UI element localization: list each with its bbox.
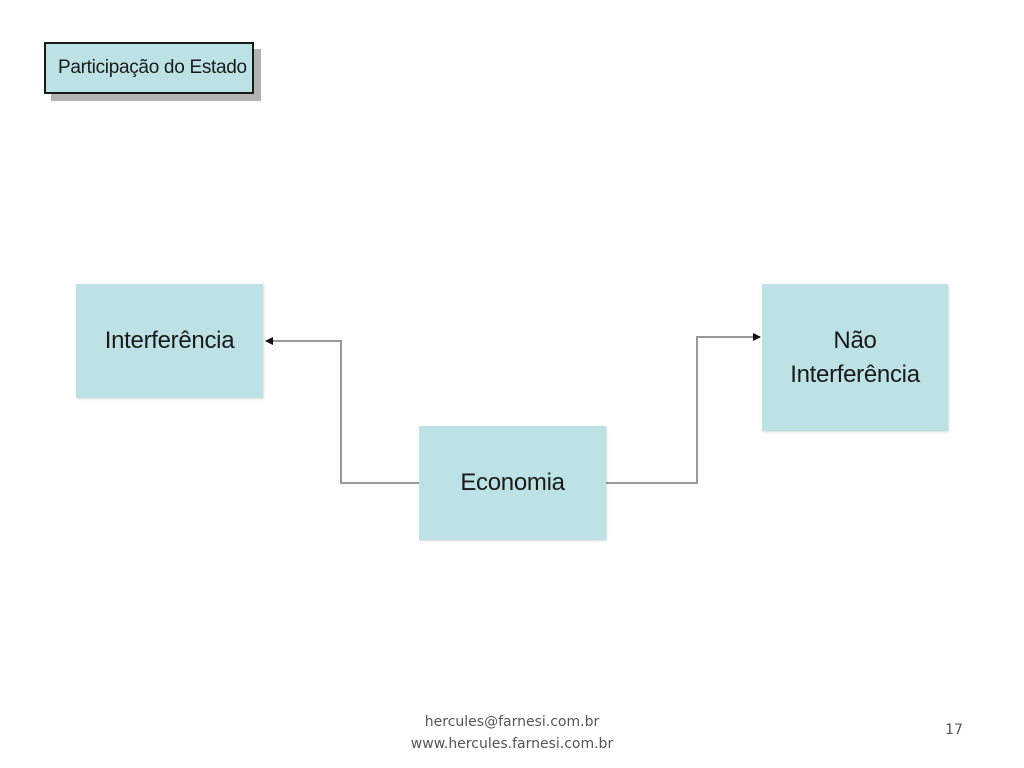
footer-website: www.hercules.farnesi.com.br <box>410 736 614 752</box>
nao-interferencia-node: Não Interferência <box>762 284 948 431</box>
connector-to-interferencia <box>265 337 419 484</box>
page-number: 17 <box>945 722 963 738</box>
slide-title: Participação do Estado <box>44 42 254 94</box>
footer-email: hercules@farnesi.com.br <box>424 714 600 730</box>
economia-node: Economia <box>419 426 606 540</box>
interferencia-node: Interferência <box>76 284 263 398</box>
connector-to-nao-interferencia <box>606 333 761 484</box>
footer: hercules@farnesi.com.br www.hercules.far… <box>362 711 662 755</box>
